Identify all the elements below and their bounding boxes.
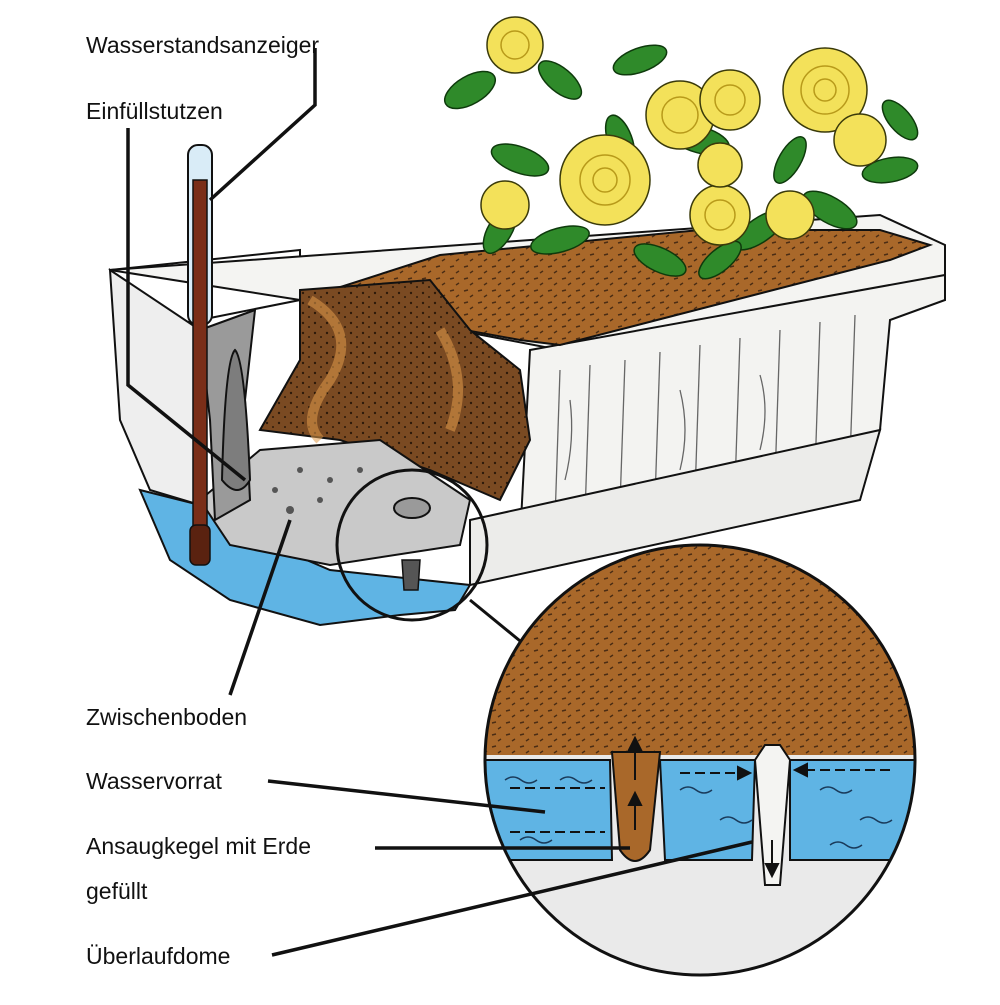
leader-water-reservoir xyxy=(267,779,546,814)
label-false-bottom: Zwischenboden xyxy=(86,704,248,730)
detail-water-mid xyxy=(658,759,757,861)
leader-overflow-dome xyxy=(271,840,753,957)
detail-water-left xyxy=(485,759,614,861)
detail-water-right xyxy=(789,759,915,861)
label-suction-cone-line2: gefüllt xyxy=(86,878,148,904)
planter-box xyxy=(108,144,946,627)
leader-lines xyxy=(126,48,753,957)
leader-false-bottom xyxy=(228,519,292,696)
label-water-reservoir: Wasservorrat xyxy=(86,768,222,794)
label-suction-cone-line1: Ansaugkegel mit Erde xyxy=(86,833,312,859)
zoom-source-circle xyxy=(335,468,489,622)
label-overflow-dome: Überlaufdome xyxy=(86,943,231,969)
water-level-gauge xyxy=(187,144,213,566)
detail-circle xyxy=(485,545,915,975)
leader-filler-neck xyxy=(126,128,247,482)
label-filler-neck: Einfüllstutzen xyxy=(86,98,223,124)
soil-cutaway xyxy=(258,278,532,502)
label-water-level-indicator: Wasserstandsanzeiger xyxy=(86,32,320,58)
flowering-plant xyxy=(444,16,919,280)
overflow-dome xyxy=(753,744,792,886)
leader-water-level xyxy=(208,48,317,202)
